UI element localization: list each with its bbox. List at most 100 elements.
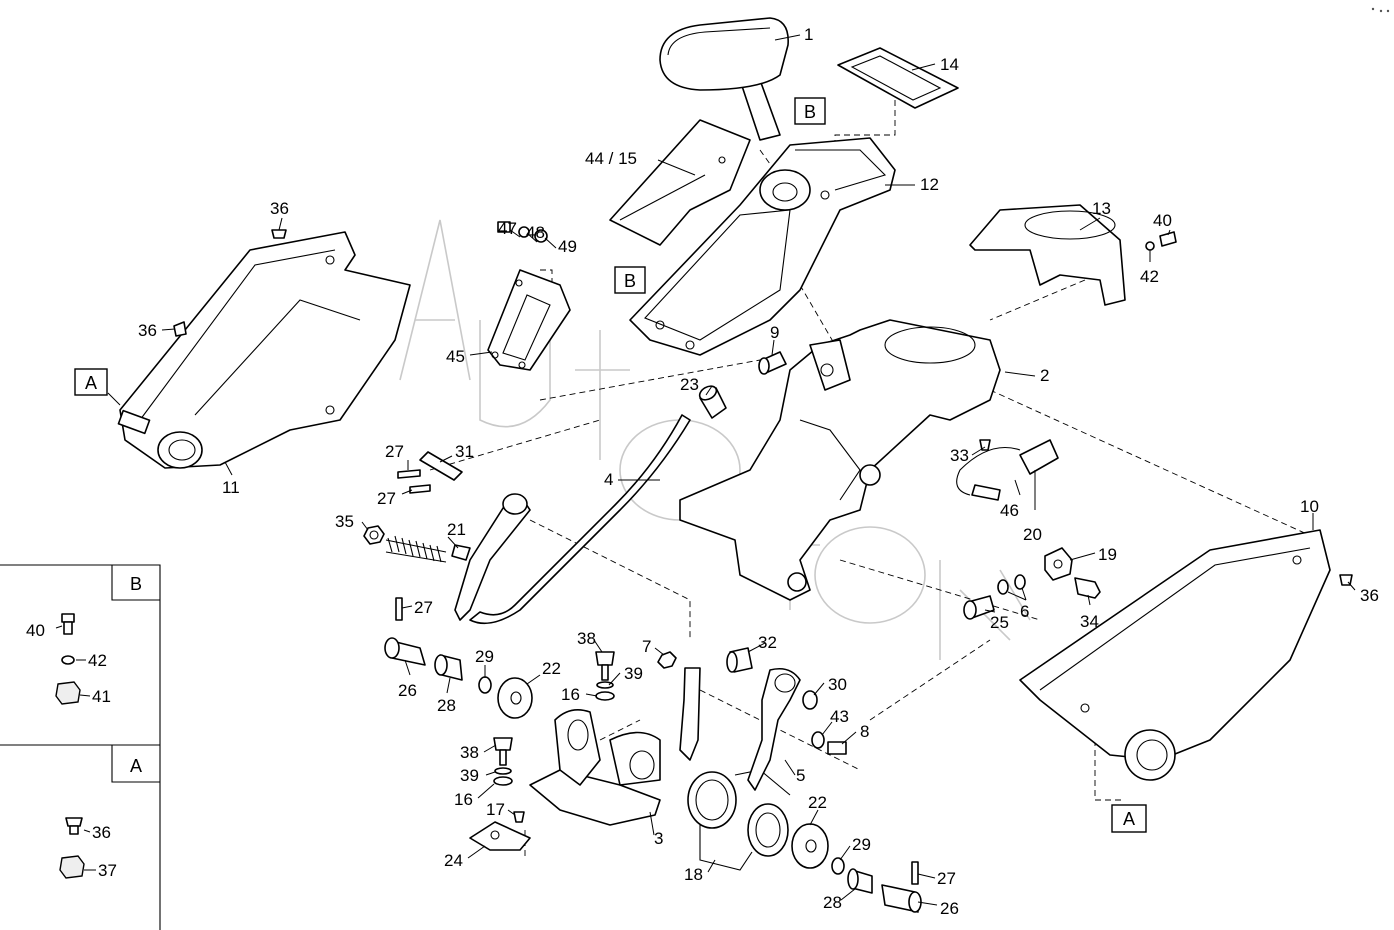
label-10: 10: [1300, 497, 1319, 516]
legend-b-clip-41: [55, 681, 81, 705]
part-26-bushing-left: [384, 637, 426, 666]
label-29-b: 29: [852, 835, 871, 854]
label-16-b: 16: [454, 790, 473, 809]
svg-text:B: B: [624, 271, 636, 291]
label-23: 23: [680, 375, 699, 394]
part-36-screw-top: [271, 229, 287, 239]
leader-lines: [107, 34, 1356, 906]
label-27-b: 27: [377, 489, 396, 508]
part-9-knob: [758, 351, 787, 375]
label-46: 46: [1000, 501, 1019, 520]
part-26-bushing-right: [881, 884, 922, 913]
part-28-sleeve-right: [847, 868, 873, 894]
label-38-a: 38: [577, 629, 596, 648]
label-5: 5: [796, 766, 805, 785]
part-5-pedal-arm-rear: [657, 651, 701, 761]
label-34: 34: [1080, 612, 1099, 631]
label-14: 14: [940, 55, 959, 74]
label-20: 20: [1023, 525, 1042, 544]
part-21-spring: [385, 535, 471, 563]
part-27-pins-upper: [395, 469, 431, 621]
legend-b-washer-42: [61, 655, 75, 665]
label-7: 7: [642, 637, 651, 656]
label-21: 21: [447, 520, 466, 539]
svg-text:B: B: [804, 102, 816, 122]
label-33: 33: [950, 446, 969, 465]
part-link-frame: [454, 493, 531, 621]
part-36-screw-right: [1339, 574, 1353, 586]
label-42-top: 42: [1140, 267, 1159, 286]
part-6-washers: [997, 574, 1026, 595]
svg-text:A: A: [1123, 809, 1135, 829]
legend-a-label-37: 37: [98, 861, 117, 880]
legend-b-label-40: 40: [26, 621, 45, 640]
label-43: 43: [830, 707, 849, 726]
label-35: 35: [335, 512, 354, 531]
label-28-a: 28: [437, 696, 456, 715]
part-47-48-49-hardware: [497, 221, 548, 243]
label-30: 30: [828, 675, 847, 694]
part-4-rod: [469, 414, 691, 625]
part-11-left-cover: [117, 231, 411, 469]
label-27-d: 27: [937, 869, 956, 888]
part-20-switch: [956, 439, 1059, 501]
label-40-top: 40: [1153, 211, 1172, 230]
part-19-block: [1044, 547, 1073, 581]
part-38-bolt-upper: [595, 651, 615, 701]
part-28-sleeve-left: [434, 654, 463, 681]
label-22-a: 22: [542, 659, 561, 678]
part-36-screw-left: [173, 321, 187, 337]
part-43-spacer: [811, 731, 825, 749]
legend-panel: B A 40 42 41 36 37: [0, 564, 161, 930]
label-28-b: 28: [823, 893, 842, 912]
label-2: 2: [1040, 366, 1049, 385]
part-1-armrest: [659, 17, 789, 141]
legend-a-screw-36: [65, 817, 83, 835]
label-36-left: 36: [138, 321, 157, 340]
part-3-pedal-base: [529, 709, 661, 826]
ref-box-b-top: B: [794, 97, 826, 125]
label-17: 17: [486, 800, 505, 819]
legend-a-clip-37: [59, 855, 85, 879]
part-29-circlip-right: [831, 857, 845, 875]
part-14-frame: [837, 47, 959, 109]
part-22-washer-right: [791, 823, 829, 869]
part-18-spring: [687, 769, 791, 871]
legend-a-title: A: [130, 756, 142, 776]
part-31-pin: [419, 451, 463, 481]
label-26-a: 26: [398, 681, 417, 700]
label-8: 8: [860, 722, 869, 741]
label-39-a: 39: [624, 664, 643, 683]
part-27-pin-right: [911, 861, 919, 885]
part-13-cupholder: [969, 204, 1126, 306]
label-36-top: 36: [270, 199, 289, 218]
label-13: 13: [1092, 199, 1111, 218]
part-25-knob: [963, 595, 995, 620]
label-12: 12: [920, 175, 939, 194]
part-2-bracket: [679, 319, 1001, 601]
part-38-bolt-lower: [493, 737, 513, 786]
part-45-bracket: [487, 269, 571, 371]
legend-b-screw-40: [61, 613, 75, 635]
label-26-b: 26: [940, 899, 959, 918]
label-3: 3: [654, 829, 663, 848]
svg-text:A: A: [85, 373, 97, 393]
part-23-sleeve: [698, 385, 727, 419]
part-34-bolt: [1074, 577, 1101, 599]
ref-box-b-left: B: [614, 266, 646, 294]
part-33-screw: [979, 439, 991, 451]
part-5-pedal: [747, 667, 801, 791]
label-1: 1: [804, 25, 813, 44]
label-36-right: 36: [1360, 586, 1379, 605]
label-27-a: 27: [385, 442, 404, 461]
label-22-b: 22: [808, 793, 827, 812]
label-45: 45: [446, 347, 465, 366]
part-44-15-pad: [609, 119, 751, 246]
corner-mark: [1371, 7, 1390, 13]
part-35-nut: [363, 525, 385, 545]
label-39-b: 39: [460, 766, 479, 785]
label-4: 4: [604, 470, 613, 489]
part-24-bracket: [469, 811, 531, 851]
